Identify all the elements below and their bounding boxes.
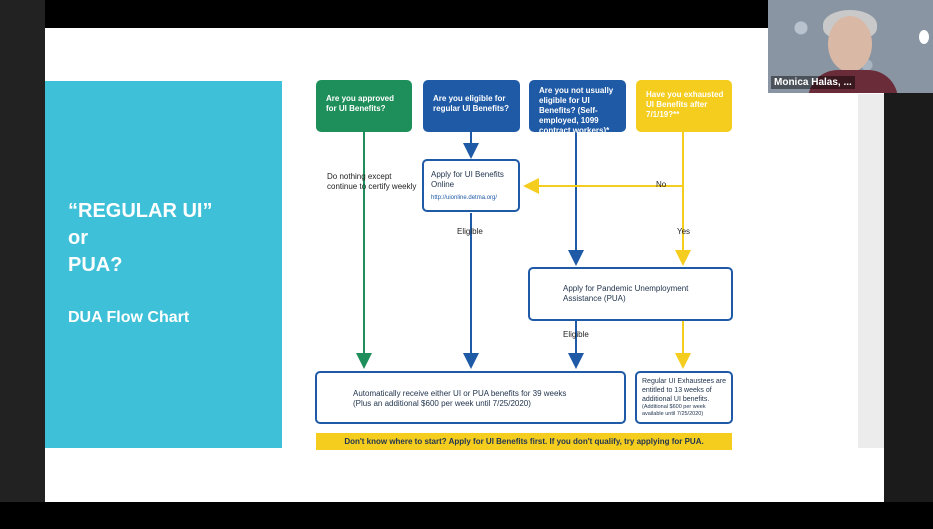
tip-banner: Don't know where to start? Apply for UI …: [316, 433, 732, 450]
exhaustees-note: (Additional $600 per week available unti…: [642, 404, 706, 417]
apply-ui-url[interactable]: http://uionline.detma.org/: [431, 195, 498, 201]
yes-label: Yes: [677, 227, 691, 236]
apply-ui-text: Apply for UI Benefits Online: [431, 170, 504, 189]
eligible-label-pua: Eligible: [563, 330, 589, 339]
slide-edge-strip: [858, 94, 884, 448]
do-nothing-text: Do nothing except continue to certify we…: [327, 172, 417, 191]
q-exhausted: Have you exhausted UI Benefits after 7/1…: [636, 80, 732, 132]
q-not-eligible: Are you not usually eligible for UI Bene…: [529, 80, 626, 135]
auto-receive-line2: (Plus an additional $600 per week until …: [353, 399, 531, 408]
auto-receive-line1: Automatically receive either UI or PUA b…: [353, 389, 567, 398]
participant-video[interactable]: Monica Halas, ...: [768, 0, 933, 93]
left-black-bar: [0, 0, 45, 529]
q-eligible: Are you eligible for regular UI Benefits…: [423, 80, 520, 132]
exhaustees-box: Regular UI Exhaustees are entitled to 13…: [635, 371, 733, 424]
title-panel: “REGULAR UI” or PUA? DUA Flow Chart: [45, 81, 282, 448]
q-approved: Are you approved for UI Benefits?: [316, 80, 412, 132]
participant-name: Monica Halas, ...: [771, 76, 855, 89]
mic-icon: [919, 30, 929, 44]
eligible-label-ui: Eligible: [457, 227, 483, 236]
participant-shirt: [808, 70, 898, 93]
participant-face: [828, 16, 872, 72]
no-label: No: [656, 180, 667, 189]
slide-subheading: DUA Flow Chart: [68, 309, 190, 326]
flow-connectors: [356, 132, 691, 369]
shared-slide: “REGULAR UI” or PUA? DUA Flow Chart Are …: [45, 28, 884, 502]
apply-ui-box: Apply for UI Benefits Online http://uion…: [422, 159, 520, 212]
bottom-black-bar: [0, 502, 933, 529]
slide-heading: “REGULAR UI” or PUA?: [68, 200, 213, 276]
zoom-logo: zoom: [749, 452, 852, 498]
exhaustees-text: Regular UI Exhaustees are entitled to 13…: [642, 378, 727, 403]
apply-pua-box: Apply for Pandemic Unemployment Assistan…: [528, 267, 733, 321]
auto-receive-box: Automatically receive either UI or PUA b…: [315, 371, 626, 424]
